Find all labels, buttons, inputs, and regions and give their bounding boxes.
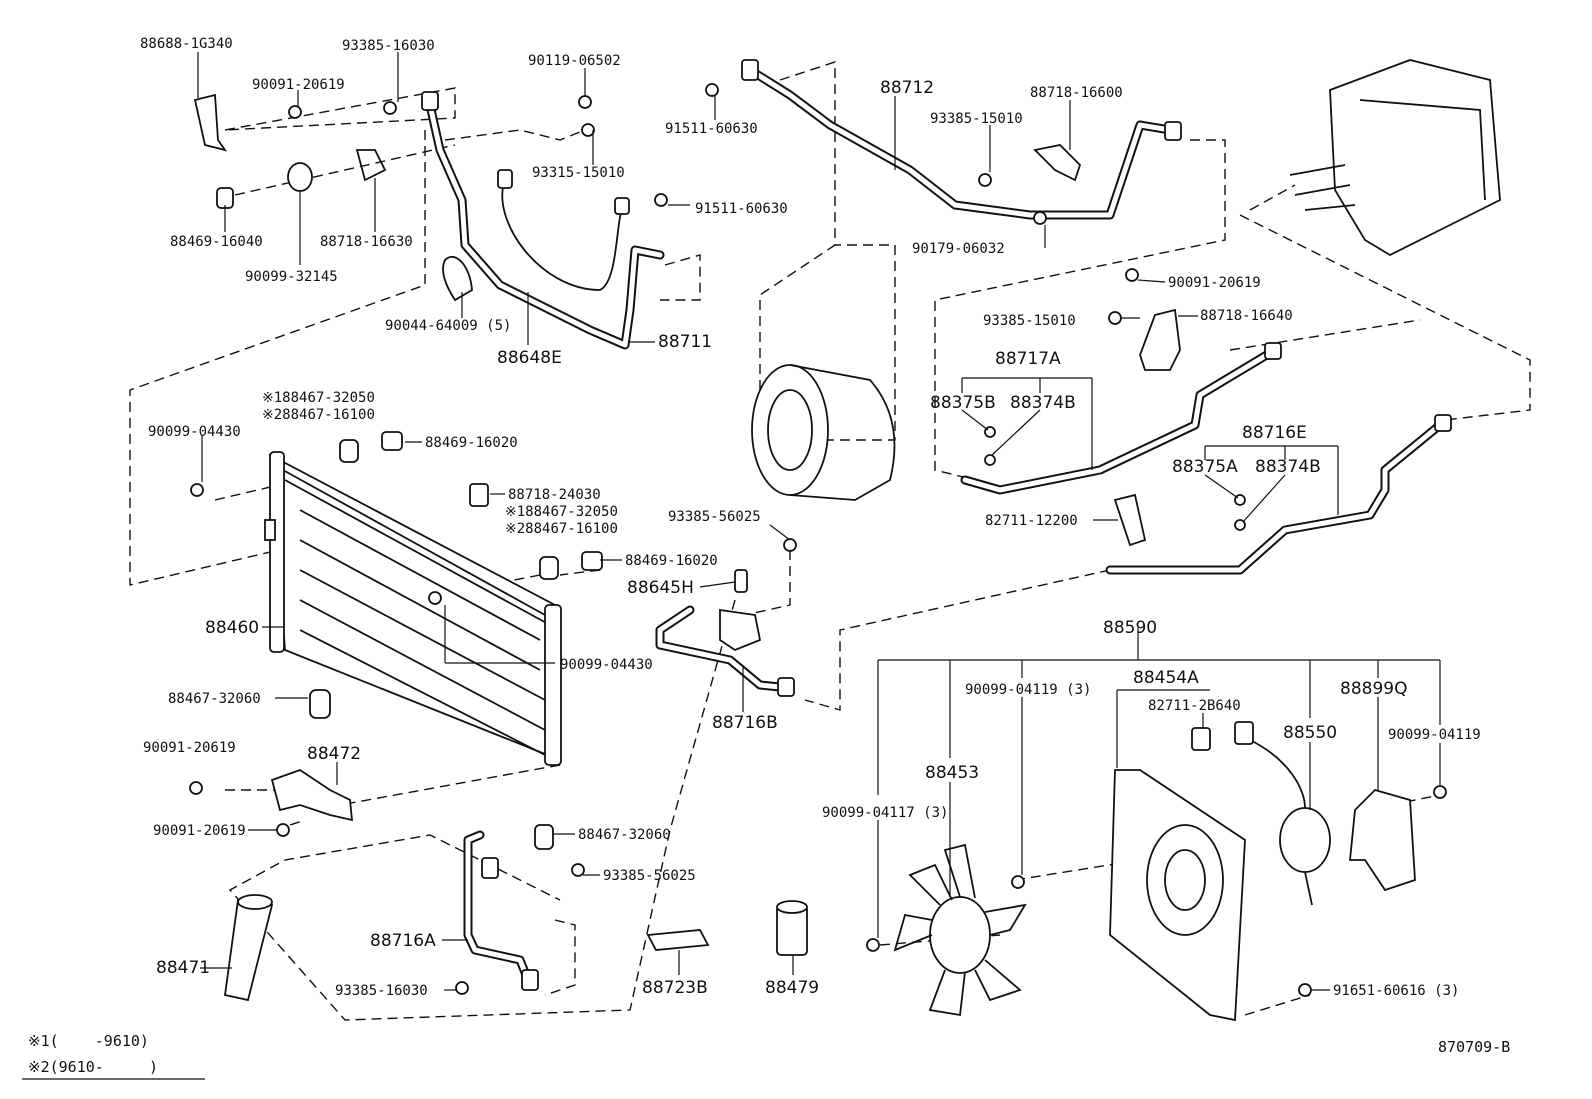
clip-82711-12200 bbox=[1113, 493, 1147, 547]
bracket-88688 bbox=[193, 93, 228, 152]
label-88723B: 88723B bbox=[642, 978, 708, 998]
footnote-2: ※2(9610- ) bbox=[28, 1058, 158, 1076]
label-88718-24030: 88718-24030 bbox=[508, 487, 601, 503]
pipe-88716E bbox=[1105, 414, 1452, 575]
label-90091-20619: 90091-20619 bbox=[252, 77, 345, 93]
label-88550: 88550 bbox=[1283, 723, 1337, 743]
label-91511-60630-a: 91511-60630 bbox=[665, 121, 758, 137]
label-88453: 88453 bbox=[925, 763, 979, 783]
label-90091-20619-r: 90091-20619 bbox=[1168, 275, 1261, 291]
label-88460: 88460 bbox=[205, 618, 259, 638]
label-88590: 88590 bbox=[1103, 618, 1157, 638]
strap-90044 bbox=[442, 256, 473, 302]
label-90091-20619-l1: 90091-20619 bbox=[143, 740, 236, 756]
label-90179-06032: 90179-06032 bbox=[912, 241, 1005, 257]
label-88374B-a: 88374B bbox=[1010, 393, 1076, 413]
clamp-88718-16600 bbox=[978, 144, 1082, 225]
label-93385-56025-a: 93385-56025 bbox=[668, 509, 761, 525]
label-88711: 88711 bbox=[658, 332, 712, 352]
label-88718-16640: 88718-16640 bbox=[1200, 308, 1293, 324]
bracket-88718-16640 bbox=[1108, 268, 1181, 371]
label-93385-56025-b: 93385-56025 bbox=[603, 868, 696, 884]
label-90119-06502: 90119-06502 bbox=[528, 53, 621, 69]
footnotes: ※1( -9610) ※2(9610- ) bbox=[28, 1032, 158, 1076]
shroud-88899Q bbox=[1349, 785, 1447, 892]
pipe-88716B bbox=[655, 538, 797, 697]
label-90099-04119-3: 90099-04119 (3) bbox=[965, 682, 1091, 698]
label-88899Q: 88899Q bbox=[1340, 679, 1407, 699]
label-88718-16630: 88718-16630 bbox=[320, 234, 413, 250]
cushions-condenser bbox=[190, 431, 603, 850]
can-88479 bbox=[776, 900, 808, 956]
label-90099-04430-a: 90099-04430 bbox=[148, 424, 241, 440]
label-93385-15010-b: 93385-15010 bbox=[983, 313, 1076, 329]
plate-88723B bbox=[646, 929, 710, 951]
leader-lines bbox=[22, 52, 1441, 1080]
sensor-88718-24030 bbox=[469, 483, 489, 507]
cushion-90099-32145 bbox=[287, 162, 313, 192]
footnote-1: ※1( -9610) bbox=[28, 1032, 149, 1050]
label-88375B: 88375B bbox=[930, 393, 996, 413]
label-91511-60630-b: 91511-60630 bbox=[695, 201, 788, 217]
label-93315-15010: 93315-15010 bbox=[532, 165, 625, 181]
label-88454A: 88454A bbox=[1133, 668, 1199, 688]
part-labels: 88688-1G340 93385-16030 90091-20619 9011… bbox=[140, 36, 1481, 999]
diagram-code: 870709-B bbox=[1438, 1038, 1510, 1056]
label-88467-32060-b: 88467-32060 bbox=[578, 827, 671, 843]
label-93385-16030-b: 93385-16030 bbox=[335, 983, 428, 999]
compressor bbox=[751, 364, 896, 501]
clamp-88718-16630 bbox=[355, 149, 387, 182]
label-88645H: 88645H bbox=[627, 578, 694, 598]
hose-88711 bbox=[421, 91, 665, 350]
label-88472: 88472 bbox=[307, 744, 361, 764]
bolts-fan bbox=[866, 875, 1312, 997]
label-93385-16030: 93385-16030 bbox=[342, 38, 435, 54]
label-88467-32060-a: 88467-32060 bbox=[168, 691, 261, 707]
motor-88550 bbox=[1234, 721, 1331, 906]
receiver-88471 bbox=[223, 894, 274, 1002]
fan-88453 bbox=[893, 843, 1027, 1017]
label-88467-16100-a: ※288467-16100 bbox=[262, 407, 375, 423]
bracket-88472 bbox=[189, 769, 354, 837]
pipe-88717A bbox=[960, 342, 1282, 495]
label-90099-04119: 90099-04119 bbox=[1388, 727, 1481, 743]
label-88716E: 88716E bbox=[1242, 423, 1307, 443]
label-88375A: 88375A bbox=[1172, 457, 1238, 477]
label-88471: 88471 bbox=[156, 958, 210, 978]
label-88374B-b: 88374B bbox=[1255, 457, 1321, 477]
label-90091-20619-l2: 90091-20619 bbox=[153, 823, 246, 839]
label-90099-32145: 90099-32145 bbox=[245, 269, 338, 285]
label-88648E: 88648E bbox=[497, 348, 562, 368]
condenser-88460 bbox=[264, 451, 562, 766]
label-88718-16600: 88718-16600 bbox=[1030, 85, 1123, 101]
label-82711-2B640: 82711-2B640 bbox=[1148, 698, 1241, 714]
label-93385-15010-a: 93385-15010 bbox=[930, 111, 1023, 127]
label-88467-32050-b: ※188467-32050 bbox=[505, 504, 618, 520]
label-88716B: 88716B bbox=[712, 713, 778, 733]
label-88717A: 88717A bbox=[995, 349, 1061, 369]
label-82711-12200: 82711-12200 bbox=[985, 513, 1078, 529]
label-88469-16040: 88469-16040 bbox=[170, 234, 263, 250]
label-88716A: 88716A bbox=[370, 931, 436, 951]
label-88712: 88712 bbox=[880, 78, 934, 98]
label-88469-16020-b: 88469-16020 bbox=[625, 553, 718, 569]
label-90099-04430-b: 90099-04430 bbox=[560, 657, 653, 673]
label-91651-60616: 91651-60616 (3) bbox=[1333, 983, 1459, 999]
label-88467-32050-a: ※188467-32050 bbox=[262, 390, 375, 406]
pipe-88716A bbox=[455, 830, 585, 995]
label-88467-16100-b: ※288467-16100 bbox=[505, 521, 618, 537]
evaporator-unit bbox=[1289, 59, 1501, 257]
label-90044-64009: 90044-64009 (5) bbox=[385, 318, 511, 334]
label-90099-04117: 90099-04117 (3) bbox=[822, 805, 948, 821]
shroud-88454A bbox=[1109, 727, 1246, 1022]
label-88688-1G340: 88688-1G340 bbox=[140, 36, 233, 52]
label-88469-16020-a: 88469-16020 bbox=[425, 435, 518, 451]
hose-88712 bbox=[741, 59, 1182, 220]
label-88479: 88479 bbox=[765, 978, 819, 998]
